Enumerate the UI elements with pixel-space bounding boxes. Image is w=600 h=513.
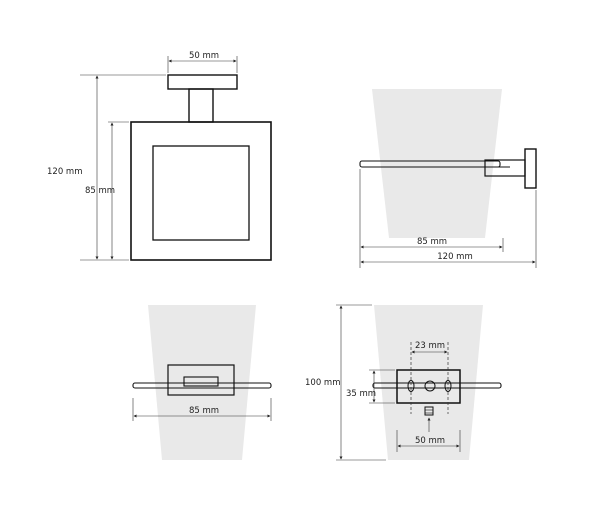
back-view: 23 mm 100 mm 35 mm 50 mm (305, 304, 502, 461)
side-dim-outer-label: 120 mm (437, 252, 473, 262)
side-arm (484, 159, 526, 177)
back-screw-hole-left (407, 380, 415, 392)
front-outer-frame (130, 121, 272, 261)
top-plate (167, 364, 235, 396)
top-arm (183, 376, 219, 387)
front-arm (188, 88, 214, 123)
back-dim-plate-label: 35 mm (346, 389, 376, 399)
back-dim-width-label: 50 mm (415, 436, 445, 446)
side-view: 85 mm 120 mm (359, 89, 537, 268)
front-wall-plate (167, 74, 238, 90)
back-wall-plate (396, 369, 461, 404)
back-screw-hole-right (444, 380, 452, 392)
top-view: 85 mm (132, 305, 272, 460)
back-dim-total-label: 100 mm (305, 378, 341, 388)
back-dim-spacing-label: 23 mm (415, 341, 445, 351)
side-holder-bar (359, 160, 501, 168)
front-inner-square (152, 145, 250, 241)
top-holder-bar (132, 382, 272, 389)
back-set-screw (424, 406, 434, 416)
front-dim-inner-label: 85 mm (85, 186, 115, 196)
front-dim-top-label: 50 mm (189, 51, 219, 61)
side-wall-plate (524, 148, 537, 189)
front-view: 50 mm 120 mm 85 mm (47, 51, 272, 261)
top-dim-label: 85 mm (189, 406, 219, 416)
back-center-hole (424, 380, 436, 392)
side-dim-inner-label: 85 mm (417, 237, 447, 247)
front-dim-outer-label: 120 mm (47, 167, 83, 177)
side-glass (372, 89, 502, 238)
